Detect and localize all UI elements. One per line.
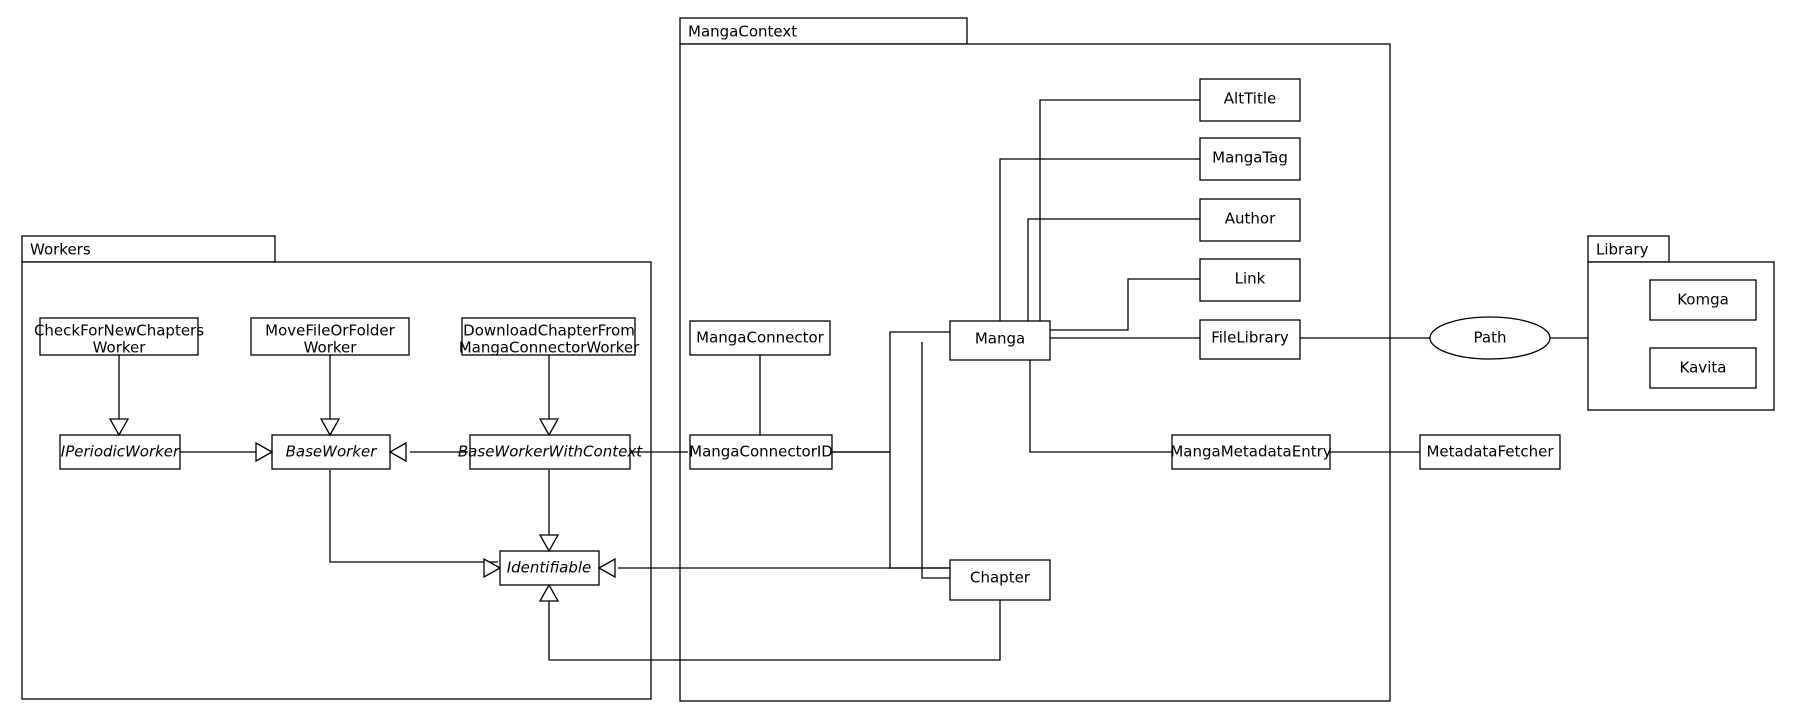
node-manga[interactable]: Manga [949, 320, 1051, 361]
node-label: MangaTag [1212, 149, 1288, 167]
arrowhead-generalization-iperiodic [108, 418, 130, 437]
node-label: MangaConnectorID [689, 443, 833, 461]
node-label: IPeriodicWorker [61, 443, 180, 461]
arrowhead-generalization-identifiable-left [483, 557, 502, 579]
edge-manga-to-chapter [921, 342, 950, 579]
node-box[interactable] [1419, 434, 1561, 470]
node-label: MetadataFetcher [1426, 443, 1554, 461]
node-box[interactable] [1199, 258, 1301, 302]
node-box[interactable] [250, 317, 410, 356]
node-label: Link [1235, 270, 1266, 288]
node-label-line1: DownloadChapterFrom [463, 322, 635, 340]
node-kavita[interactable]: Kavita [1649, 347, 1757, 389]
node-box[interactable] [461, 317, 636, 356]
node-label: Komga [1677, 291, 1729, 309]
node-label-line2: Worker [93, 339, 147, 357]
node-box[interactable] [39, 317, 199, 356]
arrowhead-generalization-identifiable-bottom [538, 583, 560, 602]
node-manga-tag[interactable]: MangaTag [1199, 137, 1301, 181]
node-base-worker-with-context[interactable]: BaseWorkerWithContext [458, 434, 643, 470]
edge-manga-to-mangametadataentry [1029, 360, 1172, 453]
node-alt-title[interactable]: AltTitle [1199, 78, 1301, 122]
node-box[interactable] [1171, 434, 1331, 470]
edge-manga-to-author [1027, 218, 1200, 330]
node-box[interactable] [59, 434, 181, 470]
node-box[interactable] [689, 434, 833, 470]
arrowhead-generalization-baseworker-left [255, 441, 274, 463]
package-mangacontext-tab [679, 17, 968, 45]
node-box[interactable] [1649, 347, 1757, 389]
node-box[interactable] [469, 434, 631, 470]
node-box[interactable] [1199, 78, 1301, 122]
node-path[interactable]: Path [1429, 316, 1551, 360]
node-base-worker[interactable]: BaseWorker [271, 434, 391, 470]
node-chapter[interactable]: Chapter [949, 559, 1051, 601]
arrowhead-generalization-identifiable-right [597, 557, 616, 579]
node-label: MangaConnector [696, 329, 825, 347]
node-label: Chapter [970, 569, 1031, 587]
node-label-line2: Worker [304, 339, 358, 357]
node-file-library[interactable]: FileLibrary [1199, 319, 1301, 360]
node-move-file-or-folder-worker[interactable]: MoveFileOrFolder Worker [250, 317, 410, 357]
package-workers-tab [21, 235, 276, 263]
node-label: MangaMetadataEntry [1170, 443, 1331, 461]
node-label: Manga [975, 330, 1025, 348]
node-label: Author [1225, 210, 1276, 228]
node-label: FileLibrary [1211, 329, 1289, 347]
arrowhead-generalization-baseworkerctx [538, 418, 560, 437]
arrowhead-generalization-baseworker-top [319, 418, 341, 437]
node-label: BaseWorkerWithContext [458, 443, 643, 461]
node-label: Kavita [1680, 359, 1727, 377]
node-label: AltTitle [1224, 90, 1276, 108]
package-workers-label: Workers [30, 241, 91, 259]
node-check-for-new-chapters-worker[interactable]: CheckForNewChapters Worker [34, 317, 204, 357]
arrowhead-generalization-baseworker-right [388, 441, 407, 463]
edge-chapter-to-identifiable-loop [548, 590, 1001, 661]
node-identifiable[interactable]: Identifiable [499, 550, 600, 586]
node-link[interactable]: Link [1199, 258, 1301, 302]
node-label: Identifiable [507, 559, 592, 577]
edge-baseworker-to-identifiable [329, 470, 498, 563]
node-label: Path [1474, 329, 1507, 347]
node-download-chapter-from-manga-connector-worker[interactable]: DownloadChapterFrom MangaConnectorWorker [459, 317, 640, 357]
node-manga-connector-id[interactable]: MangaConnectorID [689, 434, 833, 470]
node-label: BaseWorker [286, 443, 378, 461]
node-label-line2: MangaConnectorWorker [459, 339, 640, 357]
node-box[interactable] [1199, 137, 1301, 181]
node-ellipse[interactable] [1429, 316, 1551, 360]
arrowhead-generalization-identifiable-top [538, 534, 560, 553]
node-box[interactable] [689, 320, 831, 356]
node-komga[interactable]: Komga [1649, 279, 1757, 321]
node-box[interactable] [949, 320, 1051, 361]
node-box[interactable] [949, 559, 1051, 601]
node-box[interactable] [1199, 319, 1301, 360]
node-manga-connector[interactable]: MangaConnector [689, 320, 831, 356]
node-label-line1: MoveFileOrFolder [265, 322, 395, 340]
node-box[interactable] [1199, 198, 1301, 242]
node-metadata-fetcher[interactable]: MetadataFetcher [1419, 434, 1561, 470]
node-label-line1: CheckForNewChapters [34, 322, 204, 340]
node-author[interactable]: Author [1199, 198, 1301, 242]
edge-manga-to-mangatag [999, 158, 1200, 330]
node-iperiodic-worker[interactable]: IPeriodicWorker [59, 434, 181, 470]
edge-manga-to-alttitle [1039, 99, 1200, 330]
node-box[interactable] [271, 434, 391, 470]
package-library-label: Library [1596, 241, 1649, 259]
package-mangacontext-label: MangaContext [688, 23, 797, 41]
node-box[interactable] [1649, 279, 1757, 321]
edge-manga-to-link [1028, 278, 1200, 331]
node-manga-metadata-entry[interactable]: MangaMetadataEntry [1170, 434, 1332, 470]
